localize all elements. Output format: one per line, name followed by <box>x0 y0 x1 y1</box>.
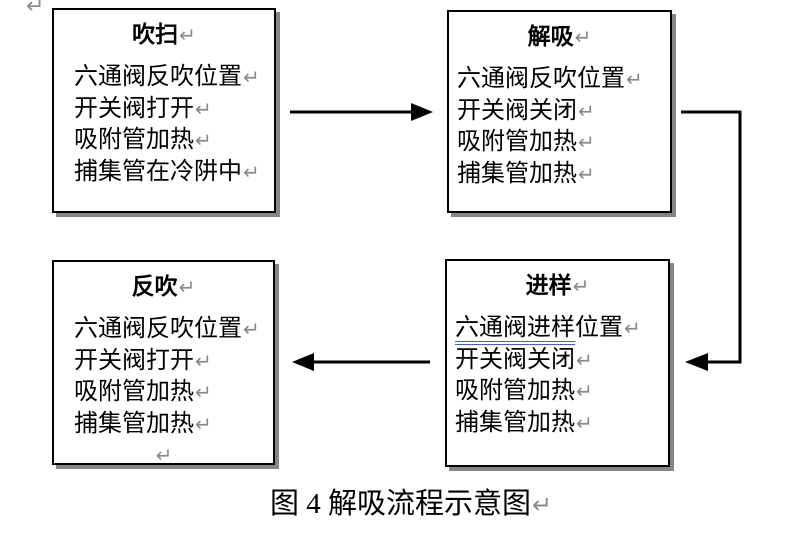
box-inject-title: 进样↵ <box>447 273 668 299</box>
return-mark: ↵ <box>195 348 212 373</box>
box-backflush-title-text: 反吹 <box>131 274 178 299</box>
return-mark: ↵ <box>195 96 212 121</box>
arrow-desorb-to-inject <box>681 110 742 371</box>
line-text: 捕集管在冷阱中 <box>74 158 242 185</box>
line-text: 开关阀打开 <box>74 347 194 374</box>
box-purge-title: 吹扫↵ <box>54 22 274 48</box>
return-mark: ↵ <box>578 130 595 154</box>
box-line: 六通阀反吹位置↵ <box>74 314 273 346</box>
return-mark: ↵ <box>195 128 212 152</box>
box-line: 六通阀反吹位置↵ <box>457 64 670 96</box>
box-line: 吸附管加热↵ <box>74 377 273 409</box>
arrow-inject-to-backflush <box>292 353 430 371</box>
flow-box-inject: 进样↵ 六通阀进样位置↵ 开关阀关闭↵ 吸附管加热↵ 捕集管加热↵ <box>445 259 670 467</box>
return-mark: ↵ <box>243 317 260 341</box>
box-line: 捕集管加热↵ <box>74 409 273 441</box>
line-text: 捕集管加热 <box>455 409 575 436</box>
arrowhead-left-icon <box>292 353 314 371</box>
box-line: 吸附管加热↵ <box>457 127 670 159</box>
box-line: 六通阀反吹位置↵ <box>74 62 274 94</box>
return-mark: ↵ <box>576 410 593 435</box>
line-text: 开关阀关闭 <box>455 346 575 373</box>
line-text: 开关阀打开 <box>74 95 194 122</box>
return-mark: ↵ <box>178 275 196 299</box>
return-mark: ↵ <box>572 274 590 298</box>
line-text: 开关阀关闭 <box>457 97 577 124</box>
arrow-purge-to-desorb <box>290 103 433 121</box>
box-line-grammar-flagged: 六通阀进样位置↵ <box>455 313 668 345</box>
return-mark: ↵ <box>155 443 173 467</box>
line-text: 吸附管加热 <box>74 379 194 405</box>
box-inject-title-text: 进样 <box>525 273 572 298</box>
box-backflush-title: 反吹↵ <box>54 274 273 300</box>
box-line: 捕集管加热↵ <box>455 408 668 440</box>
return-mark: ↵ <box>576 379 593 403</box>
grammar-underlined-text: 六通阀进样 <box>455 315 575 345</box>
paragraph-return-mark: ↵ <box>26 0 45 19</box>
return-mark: ↵ <box>578 161 595 186</box>
line-text: 六通阀反吹位置 <box>74 316 242 342</box>
line-text: 捕集管加热 <box>457 160 577 187</box>
return-mark: ↵ <box>574 25 592 49</box>
return-mark: ↵ <box>531 491 553 519</box>
box-line: 捕集管加热↵ <box>457 159 670 191</box>
box-line: 开关阀关闭↵ <box>457 96 670 128</box>
box-line: 开关阀打开↵ <box>74 94 274 126</box>
arrowhead-right-icon <box>411 103 433 121</box>
flow-box-purge: 吹扫↵ 六通阀反吹位置↵ 开关阀打开↵ 吸附管加热↵ 捕集管在冷阱中↵ <box>52 8 276 213</box>
return-mark: ↵ <box>243 65 260 89</box>
box-line: 开关阀打开↵ <box>74 346 273 378</box>
box-line: 开关阀关闭↵ <box>455 345 668 377</box>
box-desorb-title-text: 解吸 <box>527 24 574 49</box>
box-line: 吸附管加热↵ <box>74 125 274 157</box>
line-text: 六通阀反吹位置 <box>74 64 242 90</box>
arrowhead-left-icon <box>685 353 708 371</box>
box-backflush-lines: 六通阀反吹位置↵ 开关阀打开↵ 吸附管加热↵ 捕集管加热↵ ↵ <box>54 314 273 472</box>
box-purge-title-text: 吹扫 <box>132 22 179 47</box>
return-mark: ↵ <box>243 159 260 184</box>
flow-box-desorb: 解吸↵ 六通阀反吹位置↵ 开关阀关闭↵ 吸附管加热↵ 捕集管加热↵ <box>447 10 672 213</box>
return-mark: ↵ <box>195 411 212 436</box>
return-mark: ↵ <box>626 67 643 91</box>
empty-line: ↵ <box>74 440 273 472</box>
box-purge-lines: 六通阀反吹位置↵ 开关阀打开↵ 吸附管加热↵ 捕集管在冷阱中↵ <box>54 62 274 188</box>
box-desorb-title: 解吸↵ <box>449 24 670 50</box>
line-text: 位置 <box>575 315 623 341</box>
line-text: 吸附管加热 <box>457 129 577 155</box>
return-mark: ↵ <box>578 98 595 123</box>
return-mark: ↵ <box>576 347 593 372</box>
box-inject-lines: 六通阀进样位置↵ 开关阀关闭↵ 吸附管加热↵ 捕集管加热↵ <box>447 313 668 439</box>
figure-caption: 图 4 解吸流程示意图↵ <box>8 487 806 522</box>
line-text: 吸附管加热 <box>455 378 575 404</box>
line-text: 吸附管加热 <box>74 127 194 153</box>
return-mark: ↵ <box>624 316 641 340</box>
box-line: 吸附管加热↵ <box>455 376 668 408</box>
box-desorb-lines: 六通阀反吹位置↵ 开关阀关闭↵ 吸附管加热↵ 捕集管加热↵ <box>449 64 670 190</box>
return-mark: ↵ <box>195 380 212 404</box>
line-text: 六通阀反吹位置 <box>457 66 625 92</box>
box-line: 捕集管在冷阱中↵ <box>74 157 274 189</box>
figure-caption-text: 图 4 解吸流程示意图 <box>269 488 531 520</box>
line-text: 捕集管加热 <box>74 410 194 437</box>
flow-box-backflush: 反吹↵ 六通阀反吹位置↵ 开关阀打开↵ 吸附管加热↵ 捕集管加热↵ ↵ <box>52 260 275 467</box>
return-mark: ↵ <box>179 23 196 47</box>
